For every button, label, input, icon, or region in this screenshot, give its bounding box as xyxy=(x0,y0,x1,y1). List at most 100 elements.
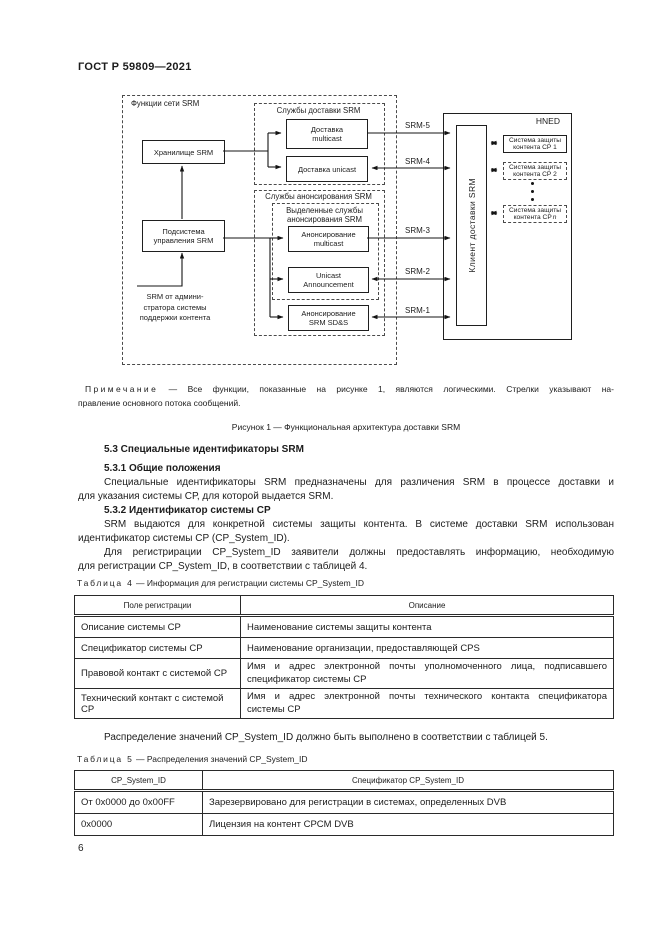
figure-note-line: Примечание — Все функции, показанные на … xyxy=(85,384,614,395)
paragraph-line: идентификатор системы СР (CP_System_ID). xyxy=(78,533,290,544)
group-delivery-services-label: Службы доставки SRM xyxy=(276,106,361,115)
figure-note-line: правление основного потока сообщений. xyxy=(78,398,241,408)
table-4-header-row: Поле регистрации Описание xyxy=(74,595,614,617)
paragraph-line: для регистрации CP_System_ID, в соответс… xyxy=(78,561,368,572)
group-delivery-services xyxy=(254,103,385,185)
label-line: Анонсирование xyxy=(301,230,356,239)
label-line: Доставка unicast xyxy=(297,164,357,174)
standard-number: ГОСТ Р 59809—2021 xyxy=(78,61,192,73)
label-italic-n: n xyxy=(552,214,557,221)
label-line: управления SRM xyxy=(153,236,214,245)
cell-desc: Наименование организации, предоставляюще… xyxy=(240,637,614,659)
label-line: стратора системы xyxy=(143,302,207,312)
cell-spec: Зарезервировано для регистрации в систем… xyxy=(202,790,614,814)
cell-desc: Имя и адрес электронной почты уполномоче… xyxy=(240,658,614,689)
label-line: Система защиты xyxy=(509,206,561,214)
cell-id: От 0x0000 до 0x00FF xyxy=(74,790,203,814)
label-line: анонсирования SRM xyxy=(287,215,362,224)
table-4-caption-title: — Информация для регистрации системы CP_… xyxy=(136,578,364,588)
table-4-caption-label: Таблица 4 xyxy=(77,578,134,588)
label-srm-2: SRM-2 xyxy=(405,267,430,276)
paragraph-line: Специальные идентификаторы SRM предназна… xyxy=(104,477,614,488)
table-row: Описание системы СР Наименование системы… xyxy=(74,615,614,638)
label-line: поддержки контента xyxy=(139,313,211,322)
admin-source-label: SRM от админи- стратора системы поддержк… xyxy=(133,292,217,324)
box-hned-label: HNED xyxy=(535,116,560,126)
cell-line: Имя и адрес электронной почты техническо… xyxy=(247,691,607,702)
label-line: multicast xyxy=(313,239,344,248)
table-5-header-id: CP_System_ID xyxy=(74,770,203,792)
label-line: Announcement xyxy=(303,280,354,289)
table-row: Спецификатор системы СР Наименование орг… xyxy=(74,637,614,659)
box-unicast-announcement: Unicast Announcement xyxy=(288,267,369,293)
label-srm-3: SRM-3 xyxy=(405,226,430,235)
figure-caption: Рисунок 1 — Функциональная архитектура д… xyxy=(231,422,461,432)
table-4-caption: Таблица 4 — Информация для регистрации с… xyxy=(77,577,364,590)
label-line: Анонсирование xyxy=(301,309,356,318)
cell-field: Технический контакт с системой СР xyxy=(74,688,241,719)
label-srm-1: SRM-1 xyxy=(405,306,430,315)
box-multicast-announce: Анонсирование multicast xyxy=(288,226,369,252)
paragraph-line: Распределение значений CP_System_ID долж… xyxy=(104,732,548,743)
group-srm-network-functions-label: Функции сети SRM xyxy=(131,99,200,108)
label-line: контента СР 1 xyxy=(513,144,557,151)
cell-desc: Имя и адрес электронной почты техническо… xyxy=(240,688,614,719)
cell-field: Спецификатор системы СР xyxy=(74,637,241,659)
box-unicast-delivery: Доставка unicast xyxy=(286,156,368,182)
label-text: контента СР xyxy=(513,214,552,221)
table-5-caption-title: — Распределения значений CP_System_ID xyxy=(136,754,308,764)
box-cp-system-2: Система защиты контента СР 2 xyxy=(503,162,567,180)
table-5: CP_System_ID Спецификатор CP_System_ID О… xyxy=(74,770,614,836)
label-line: контента СРn xyxy=(514,214,557,221)
page-number: 6 xyxy=(78,843,84,854)
note-text: — Все функции, показанные на рисунке 1, … xyxy=(158,384,614,394)
ellipsis-dot xyxy=(531,198,534,201)
paragraph-line: для указания системы СР, для которой выд… xyxy=(78,491,334,502)
label-line: Выделенные службы xyxy=(286,206,363,215)
table-4: Поле регистрации Описание Описание систе… xyxy=(74,595,614,719)
table-4-header-field: Поле регистрации xyxy=(74,595,241,617)
box-cp-system-1: Система защиты контента СР 1 xyxy=(503,135,567,153)
table-4-header-desc: Описание xyxy=(240,595,614,617)
table-5-caption-label: Таблица 5 xyxy=(77,754,134,764)
heading-5-3-1: 5.3.1 Общие положения xyxy=(104,463,221,474)
group-srm-network-functions xyxy=(122,95,397,365)
cell-field: Правовой контакт с системой СР xyxy=(74,658,241,689)
table-5-header-row: CP_System_ID Спецификатор CP_System_ID xyxy=(74,770,614,792)
note-label: Примечание xyxy=(85,384,159,394)
ellipsis-dot xyxy=(531,182,534,185)
label-line: Хранилище SRM xyxy=(153,147,214,157)
cell-spec: Лицензия на контент CPCM DVB xyxy=(202,813,614,836)
label-line: Unicast xyxy=(315,271,341,280)
table-row: Правовой контакт с системой СР Имя и адр… xyxy=(74,658,614,689)
cell-desc: Наименование системы защиты контента xyxy=(240,615,614,638)
group-announce-services xyxy=(254,190,385,336)
label-line: Система защиты xyxy=(509,136,561,144)
cell-line: системы СР xyxy=(247,703,301,715)
label-line: Клиент доставки SRM xyxy=(466,178,477,273)
label-line: Подсистема xyxy=(162,227,205,236)
table-5-caption: Таблица 5 — Распределения значений CP_Sy… xyxy=(77,753,308,766)
heading-5-3-2: 5.3.2 Идентификатор системы СР xyxy=(104,505,271,516)
paragraph-line: SRM выдаются для конкретной системы защи… xyxy=(104,519,614,530)
heading-5-3: 5.3 Специальные идентификаторы SRM xyxy=(104,444,304,455)
box-multicast-delivery: Доставка multicast xyxy=(286,119,368,149)
label-srm-4: SRM-4 xyxy=(405,157,430,166)
group-dedicated-announce xyxy=(272,203,379,300)
box-sds-announce: Анонсирование SRM SD&S xyxy=(288,305,369,331)
paragraph-line: Для регистрирации CP_System_ID заявители… xyxy=(104,547,614,558)
label-line: SRM SD&S xyxy=(308,318,349,327)
group-announce-services-label: Службы анонсирования SRM xyxy=(265,192,372,201)
ellipsis-dot xyxy=(531,190,534,193)
box-srm-delivery-client: Клиент доставки SRM xyxy=(456,125,487,326)
label-srm-5: SRM-5 xyxy=(405,121,430,130)
table-row: 0x0000 Лицензия на контент CPCM DVB xyxy=(74,813,614,836)
label-line: Доставка xyxy=(310,125,344,134)
table-row: От 0x0000 до 0x00FF Зарезервировано для … xyxy=(74,790,614,814)
group-dedicated-announce-label: Выделенные службы анонсирования SRM xyxy=(272,206,377,224)
box-cp-system-n: Система защиты контента СРn xyxy=(503,205,567,223)
box-srm-storage: Хранилище SRM xyxy=(142,140,225,164)
label-line: multicast xyxy=(312,134,342,143)
table-5-header-spec: Спецификатор CP_System_ID xyxy=(202,770,614,792)
